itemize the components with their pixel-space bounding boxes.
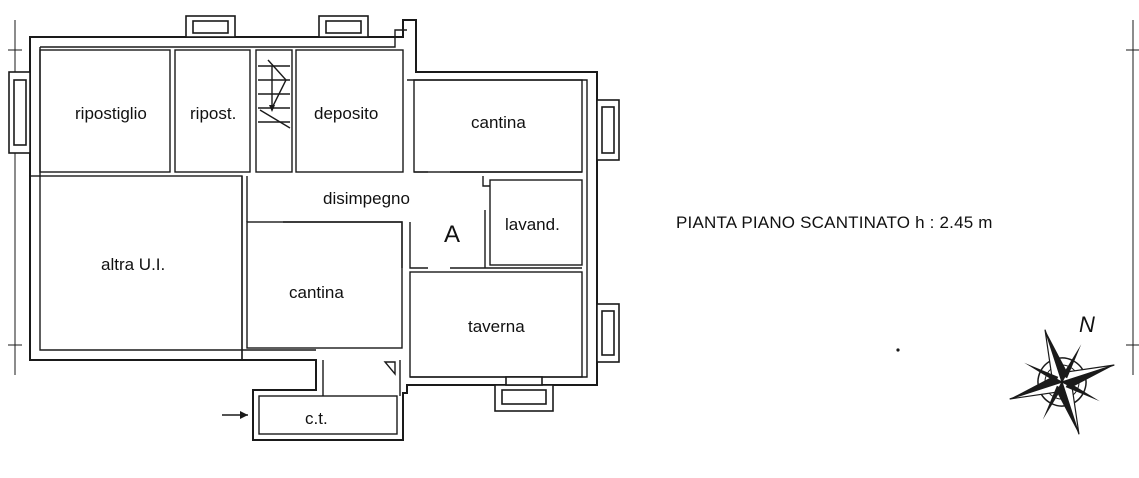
label-altra-ui: altra U.I.	[101, 255, 165, 274]
stair-icon	[258, 59, 291, 129]
plan-title: PIANTA PIANO SCANTINATO h : 2.45 m	[676, 213, 993, 232]
room-labels: ripostiglio ripost. deposito cantina dis…	[75, 104, 560, 428]
label-ct: c.t.	[305, 409, 328, 428]
label-cantina-mid: cantina	[289, 283, 344, 302]
label-ripostiglio: ripostiglio	[75, 104, 147, 123]
label-deposito: deposito	[314, 104, 378, 123]
label-lavand: lavand.	[505, 215, 560, 234]
label-taverna: taverna	[468, 317, 525, 336]
windows	[8, 15, 620, 412]
label-disimpegno: disimpegno	[323, 189, 410, 208]
corridor-walls	[241, 171, 582, 360]
label-zone-a: A	[444, 221, 460, 248]
dot-marker	[896, 348, 900, 352]
label-cantina-top: cantina	[471, 113, 526, 132]
entry-arrow-icon	[222, 411, 248, 419]
label-ripost: ripost.	[190, 104, 236, 123]
compass-rose-icon	[1009, 329, 1115, 435]
north-label: N	[1079, 312, 1095, 337]
